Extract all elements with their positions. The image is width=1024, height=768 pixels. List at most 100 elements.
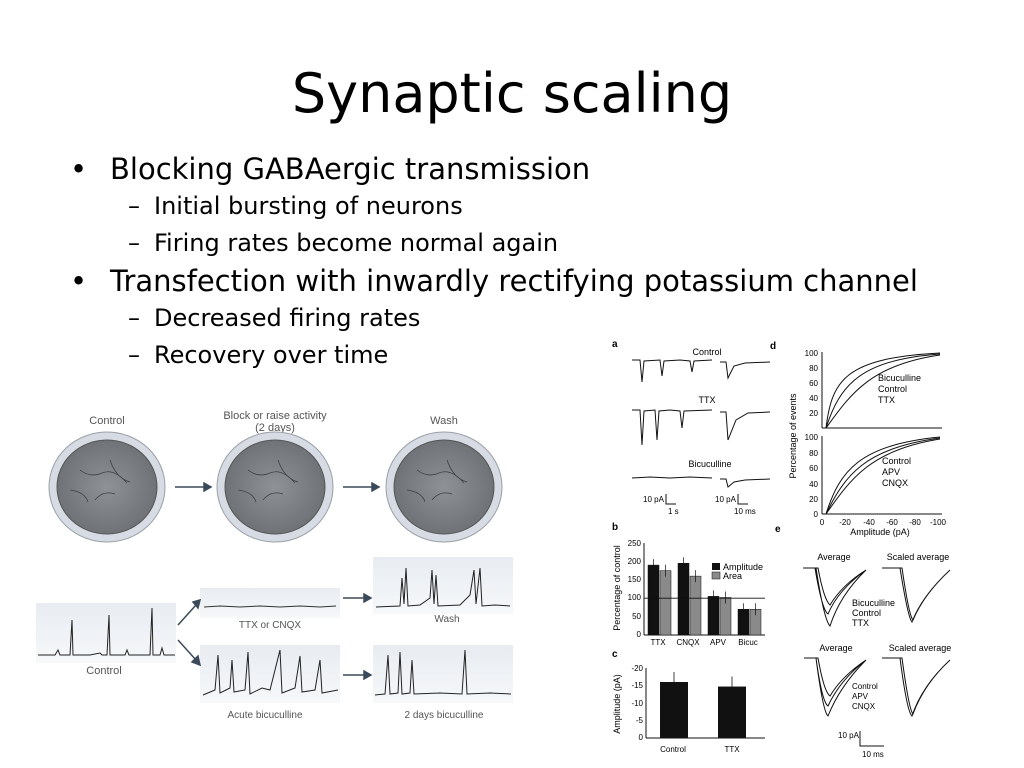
panel-a-bicuculline-event	[720, 478, 771, 488]
panel-letter-a: a	[612, 339, 618, 350]
panel-b-ytick: 100	[628, 593, 642, 602]
panel-b-xtick: TTX	[650, 638, 666, 647]
panel-b-bars	[647, 557, 762, 636]
panel-d-bottom-axes: 100 80 60 40 20 0 Control APV CNQX	[805, 433, 942, 519]
panel-d-xtick: 0	[820, 518, 825, 527]
panel-d-xtick: -20	[839, 518, 851, 527]
panel-d-ytick: 40	[809, 480, 818, 489]
panel-letter-b: b	[612, 522, 618, 533]
dish-wash	[385, 431, 503, 543]
panel-e-bottom-scaled-traces	[882, 657, 951, 717]
panel-e-header-scaled-2: Scaled average	[889, 643, 952, 653]
dish-label-control: Control	[89, 415, 124, 427]
panel-d-xtick: -80	[909, 518, 921, 527]
panel-d-ytick: 0	[814, 510, 819, 519]
trace-label-days: 2 days bicuculline	[405, 710, 484, 721]
dish-label-block: Block or raise activity	[223, 410, 327, 422]
dish-label-wash: Wash	[430, 415, 458, 427]
dish-row: Control Block or raise activity (2 days)…	[48, 410, 503, 543]
slide-title: Synaptic scaling	[291, 62, 733, 125]
panel-e-legend-bottom: APV	[852, 692, 869, 701]
panel-c-ylabel: Amplitude (pA)	[612, 674, 622, 734]
panel-d-ytick: 80	[809, 364, 818, 373]
panel-letter-c: c	[612, 649, 618, 660]
panel-e-scale-ms: 10 ms	[862, 750, 884, 759]
panel-a-bicuculline-trace	[631, 476, 713, 479]
panel-e-bottom-avg-traces	[804, 657, 867, 717]
panel-d-legend-top: Bicuculline	[878, 373, 921, 383]
trace-panel-acute	[200, 645, 340, 703]
scale-bar-icon	[737, 494, 748, 505]
panel-d-ytick: 20	[809, 495, 818, 504]
scale-bar-icon	[665, 494, 676, 505]
dish-label-duration: (2 days)	[255, 422, 295, 434]
panel-b-ytick: 0	[637, 630, 642, 639]
bar-control	[660, 682, 688, 738]
panel-a-scale1-pa: 10 pA	[643, 495, 665, 504]
legend-swatch-amplitude	[712, 563, 720, 570]
panel-b-xtick: APV	[710, 638, 727, 647]
trace-days	[374, 649, 512, 696]
panel-d-ytick: 20	[809, 409, 818, 418]
panel-a-scale2-ms: 10 ms	[734, 507, 756, 516]
panel-c-ytick: -10	[631, 699, 643, 708]
panel-d-xtick: -40	[863, 518, 875, 527]
panel-a-scale2-pa: 10 pA	[715, 495, 737, 504]
trace-panel-ttx	[200, 588, 340, 618]
panel-b-xtick: CNQX	[676, 638, 700, 647]
panel-a-control-trace	[632, 359, 713, 383]
panel-e-legend-bottom: CNQX	[852, 702, 876, 711]
panel-d-ytick: 100	[805, 433, 819, 442]
bullet-dot-icon: •	[70, 152, 88, 186]
trace-acute	[202, 649, 339, 696]
panel-c-ytick: 0	[639, 733, 644, 742]
trace-ttx	[203, 605, 337, 608]
trace-figure: Control TTX or CNQX Wash Acute bicuculli…	[36, 557, 513, 721]
bullet-list: •Blocking GABAergic transmission –Initia…	[70, 150, 970, 374]
panel-d-ytick: 100	[805, 349, 819, 358]
bullet-2: •Transfection with inwardly rectifying p…	[70, 264, 918, 298]
panel-a-ttx-trace	[632, 409, 713, 446]
panel-a-control-event	[720, 361, 771, 380]
dash-icon: –	[128, 229, 140, 257]
panel-a-ttx-event	[720, 411, 771, 441]
panel-d-legend-top: TTX	[878, 395, 895, 405]
bullet-dot-icon: •	[70, 264, 88, 298]
panel-b-legend-amplitude: Amplitude	[723, 562, 763, 572]
panel-a-scale1-s: 1 s	[668, 507, 679, 516]
dish-control	[48, 431, 166, 543]
trace-label-wash: Wash	[434, 614, 459, 625]
trace-wash	[375, 567, 511, 608]
panel-e: Average Scaled average Bicuculline Contr…	[803, 552, 951, 759]
sub-bullet-1-1: –Initial bursting of neurons	[70, 188, 970, 225]
panel-d-legend-bottom: Control	[882, 456, 911, 466]
panel-b-ytick: 200	[628, 557, 642, 566]
panel-d-legend-top: Control	[878, 384, 907, 394]
panel-c-ytick: -20	[631, 664, 643, 673]
panel-d-ytick: 80	[809, 449, 818, 458]
panel-e-legend-bottom: Control	[852, 682, 878, 691]
dish-block	[216, 431, 334, 543]
panel-b-xtick: Bicuc	[738, 638, 758, 647]
panel-e-scale-pa: 10 pA	[838, 731, 860, 740]
panel-d-ytick: 60	[809, 379, 818, 388]
panel-e-top-avg-traces	[803, 567, 867, 627]
panel-a: Control TTX Bicuculline 10 pA 1 s 10 pA …	[631, 347, 771, 516]
panel-d-top-axes: 100 80 60 40 20 Bicuculline Control TTX	[805, 349, 942, 429]
panel-e-legend-top: Control	[852, 608, 881, 618]
panel-b-ytick: 150	[628, 575, 642, 584]
panel-c-xtick: TTX	[724, 745, 740, 754]
panel-b-ytick: 250	[628, 539, 642, 548]
panel-e-header-scaled: Scaled average	[887, 552, 950, 562]
bar-area-ttx	[659, 570, 672, 636]
panel-b: Percentage of control 250 200 150 100 50…	[612, 539, 765, 647]
panel-b-ytick: 50	[632, 612, 641, 621]
panel-e-header-average: Average	[817, 552, 850, 562]
panel-e-top-scaled-traces	[882, 567, 951, 623]
panel-d-legend-bottom: CNQX	[882, 478, 908, 488]
bar-area-cnqx	[689, 575, 702, 636]
trace-control	[38, 607, 175, 656]
sub-bullet-1-2: –Firing rates become normal again	[70, 225, 970, 262]
panel-d-ytick: 40	[809, 394, 818, 403]
